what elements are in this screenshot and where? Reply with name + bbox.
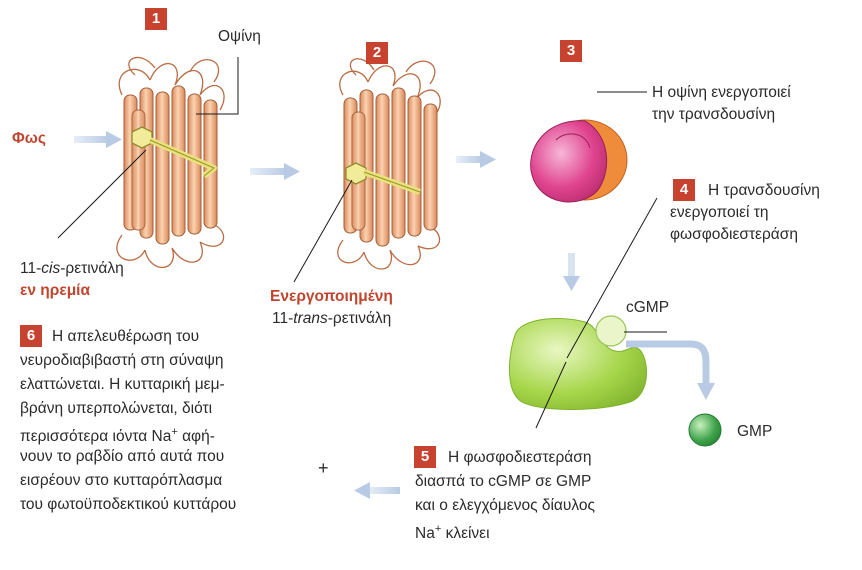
cis-retinal-suffix: -ρετινάλη <box>60 260 124 277</box>
trans-retinal-suffix: -ρετινάλη <box>328 310 392 327</box>
arrow-5-to-6 <box>354 482 400 499</box>
cgmp-molecule <box>596 316 626 346</box>
step-6-line-4: βράνη υπερπολώνεται, διότι <box>20 398 212 419</box>
step-5-line-2: διασπά το cGMP σε GMP <box>415 471 591 492</box>
step-5-line-3: και ο ελεγχόμενος δίαυλος <box>415 495 595 516</box>
arrow-3-to-4 <box>563 253 580 291</box>
transducin <box>531 120 627 202</box>
step-4-line-2: ενεργοποιεί τη <box>670 202 768 223</box>
cgmp-label: cGMP <box>626 297 669 318</box>
step-6-na: περισσότερα ιόντα Na <box>20 428 171 445</box>
step-5-line-4: Na+ κλείνει <box>415 519 490 544</box>
step-5-closes: κλείνει <box>441 525 489 542</box>
step-5-badge: 5 <box>414 446 436 468</box>
gmp-molecule <box>689 414 721 446</box>
step-6-line-5-end: αφή- <box>178 428 215 445</box>
step-1-badge: 1 <box>145 8 167 30</box>
step-4-line-1: Η τρανσδουσίνη <box>708 180 820 201</box>
step-5-na: Na <box>415 525 435 542</box>
step-2-badge: 2 <box>366 42 388 64</box>
trans-retinal-prefix: 11- <box>272 310 293 327</box>
arrow-2-to-3 <box>456 151 496 168</box>
activated-state-label: Ενεργοποιημένη <box>270 286 393 307</box>
step-6-badge: 6 <box>20 325 42 347</box>
step-6-line-3: ελαττώνεται. Η κυτταρική μεμ- <box>20 374 225 395</box>
step-6-line-1: Η απελευθέρωση του <box>52 326 199 347</box>
gmp-label: GMP <box>737 421 772 442</box>
step-6-line-5: περισσότερα ιόντα Na+ αφή- <box>20 422 215 447</box>
step-4-line-3: φωσφοδιεστεράση <box>670 224 798 245</box>
step-6-line-8: του φωτοϋποδεκτικού κυττάρου <box>20 494 236 515</box>
light-label: Φως <box>12 128 46 149</box>
step-4-badge: 4 <box>673 179 695 201</box>
light-arrow <box>74 131 122 148</box>
cis-retinal-italic: cis <box>41 260 60 277</box>
trans-retinal-italic: trans <box>293 310 327 327</box>
resting-state-label: εν ηρεμία <box>20 280 90 301</box>
step-3-line-1: Η οψίνη ενεργοποιεί <box>652 82 791 103</box>
trans-retinal-label: 11-trans-ρετινάλη <box>272 308 391 329</box>
step-3-badge: 3 <box>560 40 582 62</box>
cis-retinal-label: 11-cis-ρετινάλη <box>20 258 124 279</box>
arrow-1-to-2 <box>250 163 300 180</box>
plus-sign: + <box>318 458 329 479</box>
step-6-line-7: εισρέουν στο κυτταρόπλασμα <box>20 470 222 491</box>
step-3-line-2: την τρανσδουσίνη <box>652 104 775 125</box>
cis-retinal-prefix: 11- <box>20 260 41 277</box>
step-5-line-1: Η φωσφοδιεστεράση <box>448 447 591 468</box>
step-6-line-6: νουν το ραβδίο από αυτά που <box>20 446 224 467</box>
step-6-line-2: νευροδιαβιβαστή στη σύναψη <box>20 350 224 371</box>
opsin-label: Οψίνη <box>218 26 261 47</box>
opsin-activated <box>338 59 440 269</box>
